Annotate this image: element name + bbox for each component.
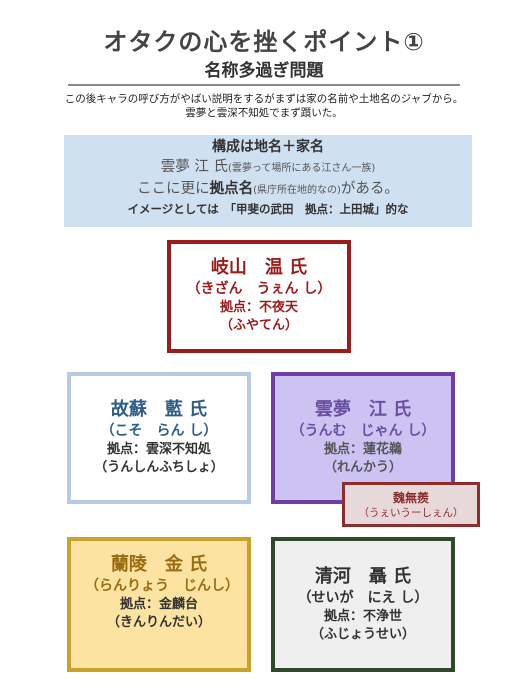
page-title: オタクの心を挫くポイント①	[103, 28, 425, 56]
clan-reading: （きざん うぇん し）	[186, 281, 332, 297]
info-base-note: (県庁所在地的なの)	[253, 185, 341, 196]
info-base-keyword: 拠点名	[209, 181, 254, 197]
clan-base: 拠点：雲深不知処	[106, 442, 211, 457]
clan-card-gusu-lan: 故蘇 藍 氏 （こそ らん し） 拠点：雲深不知処 （うんしんふちしょ）	[67, 372, 251, 504]
clan-name: 故蘇 藍 氏	[110, 399, 208, 420]
character-name: 魏無羨	[392, 491, 429, 505]
clan-name: 清河 聶 氏	[314, 566, 412, 587]
clan-card-lanling-jin: 蘭陵 金 氏 （らんりょう じんし） 拠点：金麟台 （きんりんだい）	[67, 537, 251, 672]
clan-reading: （こそ らん し）	[100, 423, 218, 439]
clan-name: 蘭陵 金 氏	[110, 554, 208, 575]
clan-base: 拠点：不浄世	[323, 609, 402, 624]
clan-reading: （せいが にえ し）	[297, 590, 429, 606]
character-reading: （うぇいうーしぇん）	[358, 507, 464, 519]
intro-line-1: この後キャラの呼び方がやばい説明をするがまずは家の名前や土地名のジャブから。	[64, 93, 464, 105]
clan-card-qishan-wen: 岐山 温 氏 （きざん うぇん し） 拠点：不夜天 （ふやてん）	[167, 240, 351, 353]
clan-base-reading: （うんしんふちしょ）	[94, 460, 224, 475]
clan-name: 岐山 温 氏	[210, 257, 308, 278]
info-example: 雲夢 江 氏	[160, 159, 228, 175]
info-heading: 構成は地名＋家名	[212, 139, 324, 155]
title-divider	[68, 84, 460, 86]
info-base-line: ここに更に拠点名(県庁所在地的なの)がある。	[64, 179, 472, 201]
info-base-text-b: がある。	[340, 181, 399, 197]
clan-base: 拠点：蓮花鵜	[323, 442, 402, 457]
clan-base-reading: （きんりんだい）	[106, 615, 211, 630]
clan-reading: （うんむ じゃん し）	[290, 423, 436, 439]
clan-base-reading: （ふじょうせい）	[310, 627, 415, 642]
info-base-text-a: ここに更に	[137, 181, 210, 197]
page-subtitle: 名称多過ぎ問題	[204, 61, 324, 81]
info-example-line: 雲夢 江 氏(雲夢って場所にある江さん一族)	[64, 157, 472, 179]
info-example-note: (雲夢って場所にある江さん一族)	[227, 163, 376, 174]
structure-info-box: 構成は地名＋家名 雲夢 江 氏(雲夢って場所にある江さん一族) ここに更に拠点名…	[64, 135, 472, 227]
character-tag-wei-wuxian: 魏無羨 （うぇいうーしぇん）	[342, 482, 480, 527]
intro-line-2: 雲夢と雲深不知処でまず躓いた。	[185, 107, 343, 119]
clan-name: 雲夢 江 氏	[314, 399, 412, 420]
clan-base: 拠点：金麟台	[119, 597, 198, 612]
intro-text: この後キャラの呼び方がやばい説明をするがまずは家の名前や土地名のジャブから。 雲…	[0, 92, 528, 120]
clan-base-reading: （れんかう）	[323, 460, 402, 475]
clan-base: 拠点：不夜天	[219, 300, 298, 315]
clan-card-qinghe-nie: 清河 聶 氏 （せいが にえ し） 拠点：不浄世 （ふじょうせい）	[271, 537, 455, 672]
info-analogy: イメージとしては 「甲斐の武田 拠点：上田城」的な	[127, 202, 409, 216]
clan-reading: （らんりょう じんし）	[85, 578, 239, 594]
clan-base-reading: （ふやてん）	[219, 318, 298, 333]
